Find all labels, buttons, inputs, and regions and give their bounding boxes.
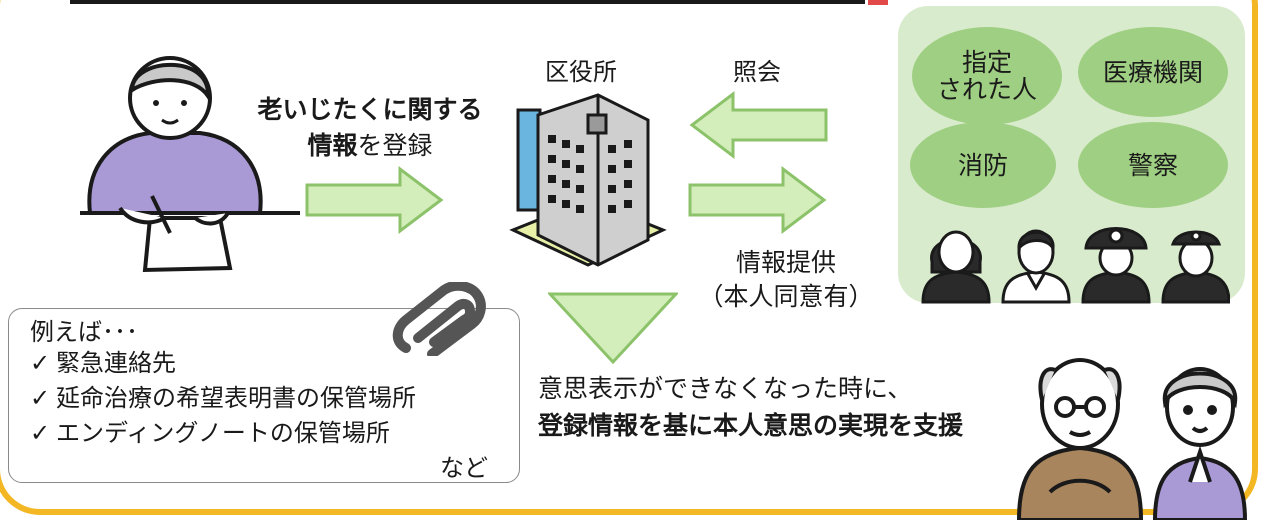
example-item-emergency-contact: ✓緊急連絡先 (30, 343, 176, 378)
elderly-couple-illustration (1016, 358, 1248, 520)
check-icon: ✓ (30, 384, 51, 412)
support-line2: 登録情報を基に本人意思の実現を支援 (538, 411, 964, 440)
top-underline (70, 0, 865, 4)
agency-people-icons (921, 227, 1230, 304)
example-text: 緊急連絡先 (56, 349, 176, 377)
medical-institution-ellipse: 医療機関 (1078, 27, 1228, 117)
designated-line1: 指定 (961, 48, 1012, 77)
info-line1: 情報提供 (735, 248, 836, 277)
fire-department-ellipse: 消防 (910, 122, 1056, 208)
register-bold: 情報 (307, 131, 358, 160)
example-text: 延命治療の希望表明書の保管場所 (56, 384, 416, 412)
support-line1: 意思表示ができなくなった時に、 (538, 374, 913, 403)
elderly-woman (1152, 367, 1248, 520)
police-officer-icon (1161, 230, 1230, 304)
example-item-ending-note: ✓エンディングノートの保管場所 (30, 413, 390, 448)
example-title: 例えば･･･ (30, 318, 138, 346)
inquiry-label: 照会 (733, 58, 781, 86)
arrow-inquiry (689, 90, 828, 160)
example-etc: など (440, 454, 488, 482)
elderly-man (1016, 358, 1144, 520)
paperclip-icon (392, 282, 486, 356)
register-line2: 情報を登録 (230, 128, 510, 164)
arrow-down (548, 292, 678, 364)
woman-icon (921, 230, 991, 304)
check-icon: ✓ (30, 349, 51, 377)
man-icon (1001, 229, 1071, 304)
firefighter-icon (1081, 227, 1151, 304)
designated-person-ellipse: 指定された人 (912, 27, 1062, 125)
info-line2: （本人同意有） (698, 282, 874, 311)
top-red-mark (868, 0, 888, 5)
example-text: エンディングノートの保管場所 (56, 419, 390, 447)
arrow-register (305, 165, 444, 235)
register-info-text: 老いじたくに関する 情報を登録 (230, 92, 510, 164)
ward-office-label: 区役所 (545, 58, 617, 86)
info-provide-text: 情報提供 （本人同意有） (676, 246, 896, 314)
register-rest: を登録 (357, 131, 433, 160)
person-writing-illustration (80, 56, 300, 273)
register-line1: 老いじたくに関する (257, 95, 483, 124)
designated-line2: された人 (936, 75, 1037, 104)
check-icon: ✓ (30, 419, 51, 447)
arrow-info-provide (688, 165, 827, 235)
support-text: 意思表示ができなくなった時に、 登録情報を基に本人意思の実現を支援 (538, 370, 963, 444)
example-item-life-support: ✓延命治療の希望表明書の保管場所 (30, 378, 416, 413)
ward-office-building-icon (509, 93, 667, 267)
outer-frame (0, 0, 1258, 515)
police-ellipse: 警察 (1078, 122, 1228, 208)
